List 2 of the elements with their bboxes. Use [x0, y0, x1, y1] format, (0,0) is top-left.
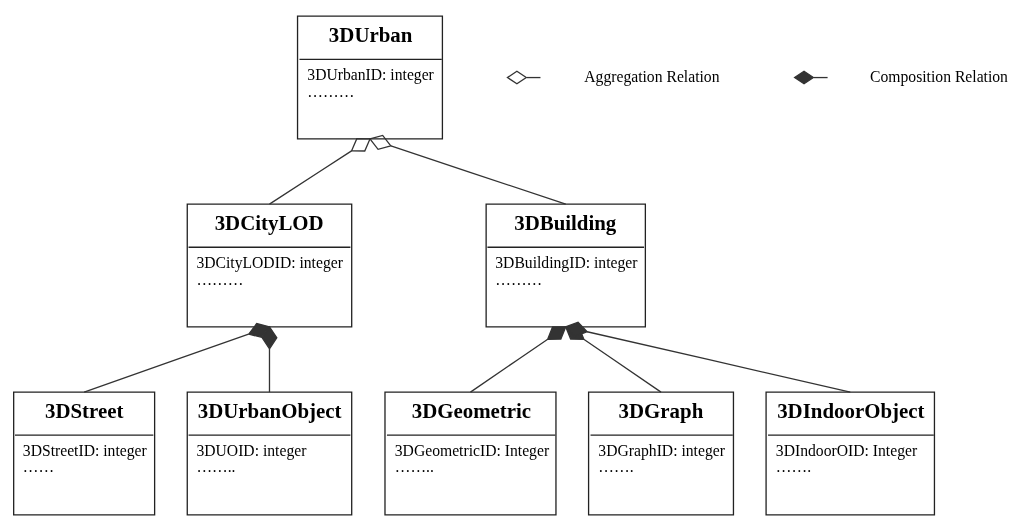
legend-label: Aggregation Relation — [584, 67, 720, 85]
legend-label: Composition Relation — [870, 67, 1008, 85]
